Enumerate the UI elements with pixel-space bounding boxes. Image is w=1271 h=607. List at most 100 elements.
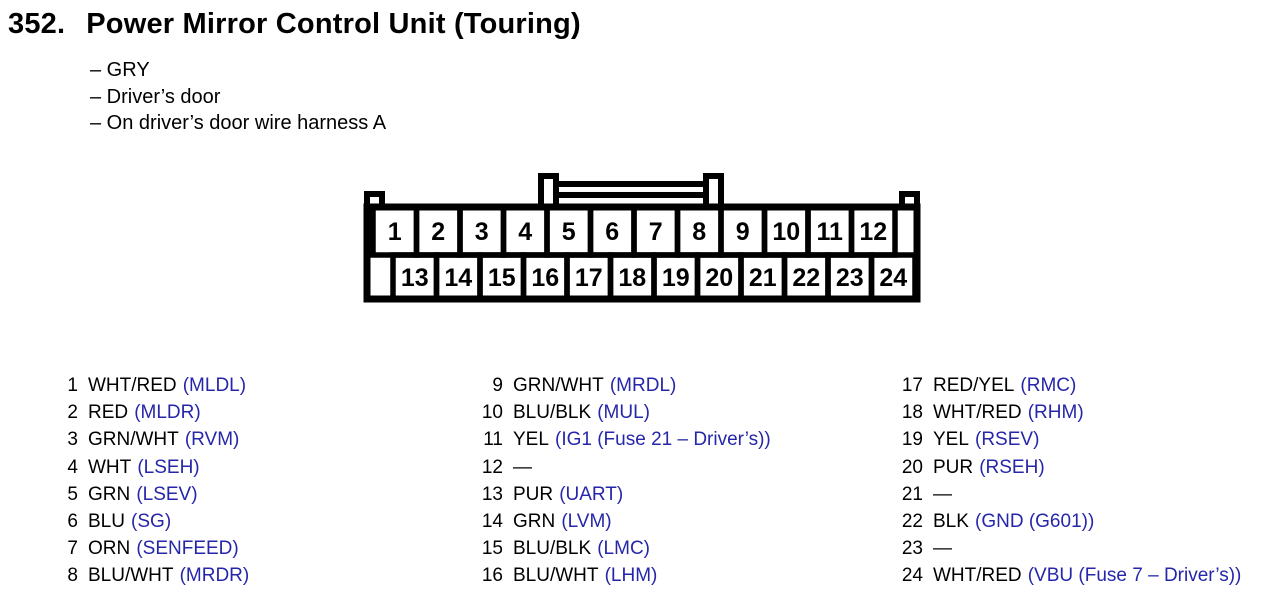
pin-number-label: 20 [705, 264, 733, 292]
signal-name: (RHM) [1027, 402, 1084, 424]
signal-name: (RVM) [184, 429, 240, 451]
pin-number-label: 12 [859, 218, 887, 246]
note-line: – On driver’s door wire harness A [90, 112, 387, 134]
pin-row: 6 BLU (SG) [50, 508, 249, 535]
signal-name: (SG) [131, 511, 172, 533]
pin-number-label: 3 [475, 218, 489, 246]
wire-color: BLU/BLK [513, 538, 592, 560]
pin-number: 14 [481, 511, 503, 533]
pin-number: 12 [481, 456, 503, 478]
signal-name: (GND (G601)) [975, 511, 1095, 533]
pin-number-label: 5 [562, 218, 576, 246]
connector-latch-bar [545, 181, 717, 198]
pin-number: 22 [901, 511, 923, 533]
pin-number: 23 [901, 538, 923, 560]
pin-number: 8 [67, 565, 78, 587]
pin-number-label: 16 [531, 264, 559, 292]
wire-color: BLU [88, 511, 125, 533]
pin-row: 23— [895, 535, 1241, 562]
pin-number: 13 [481, 483, 503, 505]
pin-number-label: 7 [649, 218, 663, 246]
pin-number-label: 19 [662, 264, 690, 292]
wire-color: ORN [88, 538, 131, 560]
pin-number: 16 [481, 565, 503, 587]
pin-number-label: 10 [772, 218, 800, 246]
connector-svg: 1 2 3 4 5 6 7 8 9 10 11 12 13 14 15 16 1… [363, 173, 921, 303]
pin-number: 4 [67, 456, 78, 478]
pin-number: 21 [901, 483, 923, 505]
wire-color: RED [88, 402, 129, 424]
pin-row: 17 RED/YEL(RMC) [895, 372, 1241, 399]
signal-name: (RSEV) [975, 429, 1040, 451]
pin-cavity-24 [868, 252, 918, 302]
wire-color: YEL [933, 429, 969, 451]
wire-color: GRN/WHT [88, 429, 179, 451]
pin-row: 7 ORN(SENFEED) [50, 535, 249, 562]
pin-number: 24 [901, 565, 923, 587]
pin-number: 5 [67, 483, 78, 505]
pin-number: 3 [67, 429, 78, 451]
signal-name: (LMC) [597, 538, 651, 560]
wire-color: WHT/RED [933, 402, 1022, 424]
pin-number-label: 11 [817, 218, 844, 246]
section-title: Power Mirror Control Unit (Touring) [86, 8, 581, 40]
pin-row: 12 — [475, 454, 771, 481]
signal-name: (SENFEED) [136, 538, 239, 560]
pin-number-label: 22 [792, 264, 820, 292]
pin-number-label: 13 [401, 264, 429, 292]
signal-name: (MRDL) [609, 375, 677, 396]
pin-number-label: 6 [605, 218, 619, 246]
signal-name: (LHM) [604, 565, 658, 587]
pin-number: 19 [901, 429, 923, 451]
pin-number: 6 [67, 511, 78, 533]
pin-number-label: 23 [836, 264, 864, 292]
connector-diagram: 1 2 3 4 5 6 7 8 9 10 11 12 13 14 15 16 1… [363, 171, 923, 305]
pin-number-label: 2 [431, 218, 445, 246]
pin-row: 21 — [895, 481, 1241, 508]
pin-number-label: 15 [488, 264, 516, 292]
signal-name: (RMC) [1020, 375, 1077, 396]
pin-number: 17 [901, 375, 923, 396]
signal-name: (MLDL) [182, 375, 247, 396]
pin-number-label: 4 [518, 218, 532, 246]
pin-row: 3 GRN/WHT(RVM) [50, 426, 249, 453]
pin-number-label: 24 [879, 264, 907, 292]
pin-number: 7 [67, 538, 78, 560]
pin-number-label: 21 [749, 264, 777, 292]
wire-color: — [933, 483, 952, 505]
pin-number: 10 [481, 402, 503, 424]
wire-color: — [513, 456, 532, 478]
wire-color: GRN [513, 511, 556, 533]
pin-number: 2 [67, 402, 78, 424]
wire-color: BLU/WHT [88, 565, 174, 587]
pin-number-label: 9 [736, 218, 750, 246]
pin-row: 19 YEL (RSEV) [895, 426, 1241, 453]
signal-name: (RSEH) [979, 456, 1045, 478]
note-line: – Driver’s door [90, 85, 221, 108]
note-line: – GRY [90, 59, 150, 81]
signal-name: (MUL) [597, 402, 651, 424]
wire-color: WHT [88, 456, 132, 478]
wire-color: GRN/WHT [513, 375, 604, 396]
pin-number-label: 8 [692, 218, 706, 246]
wire-color: PUR [513, 483, 554, 505]
section-number: 352. [8, 8, 66, 40]
pin-number-label: 14 [444, 264, 472, 292]
wire-color: WHT/RED [933, 565, 1022, 587]
pin-number-label: 18 [618, 264, 646, 292]
connector-notes: – GRY – Driver’s door – On driver’s door… [90, 57, 386, 137]
wire-color: RED/YEL [933, 375, 1015, 396]
